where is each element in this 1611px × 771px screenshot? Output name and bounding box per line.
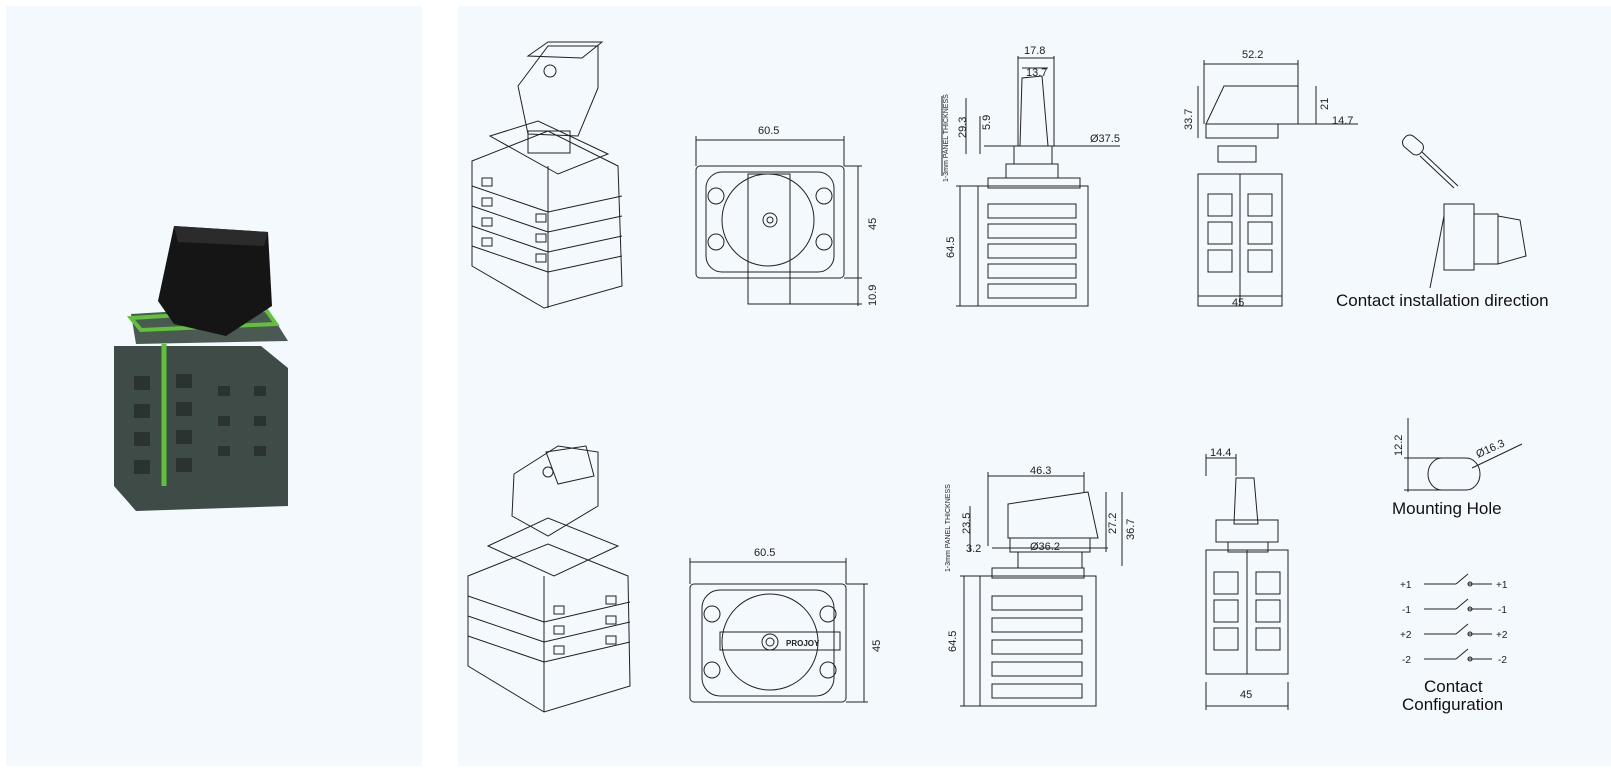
mounting-hole-figure — [1404, 418, 1523, 492]
product-photo-panel — [6, 6, 422, 766]
product-photo — [114, 226, 288, 511]
dim-top-front-handle: 10.9 — [867, 285, 879, 306]
drawings-canvas: 60.5 45 10.9 17.8 13.7 29.3 5.9 — [467, 41, 1549, 714]
cfg-left-1: +1 — [1400, 580, 1412, 591]
dim-bot-side-dia: Ø36.2 — [1030, 541, 1060, 553]
rear-view-bottom — [1205, 454, 1289, 710]
dim-top-front-height: 45 — [867, 218, 879, 230]
cfg-right-4: -2 — [1498, 655, 1507, 666]
dim-top-side-h1: 29.3 — [957, 117, 969, 138]
dim-bot-rear-base: 45 — [1240, 689, 1252, 701]
rotary-knob — [158, 226, 272, 336]
dim-top-side-w1: 17.8 — [1024, 45, 1045, 57]
dim-bot-side-h1: 23.5 — [961, 513, 973, 534]
cfg-right-3: +2 — [1496, 630, 1508, 641]
switch-body — [114, 346, 288, 511]
iso-view-bottom — [467, 445, 631, 713]
dim-bot-front-height: 45 — [871, 640, 883, 652]
cfg-left-3: +2 — [1400, 630, 1412, 641]
dim-top-front-width: 60.5 — [758, 125, 779, 137]
dim-bot-side-h3: 36.7 — [1125, 519, 1137, 540]
dim-top-rear-h1: 33.7 — [1183, 109, 1195, 130]
contact-config-figure — [1424, 573, 1492, 662]
cfg-right-1: +1 — [1496, 580, 1508, 591]
dim-top-rear-base: 45 — [1232, 297, 1244, 309]
caption-contact-installation: Contact installation direction — [1336, 291, 1549, 310]
dim-bot-side-h4: 3.2 — [966, 543, 981, 555]
cfg-left-2: -1 — [1402, 605, 1411, 616]
technical-drawings-panel: 60.5 45 10.9 17.8 13.7 29.3 5.9 — [458, 6, 1611, 766]
dim-top-side-dia: Ø37.5 — [1090, 133, 1120, 145]
caption-mounting-hole: Mounting Hole — [1392, 499, 1502, 518]
cfg-right-2: -1 — [1498, 605, 1507, 616]
dim-bot-side-body: 64.5 — [947, 631, 959, 652]
dim-bot-side-h2: 27.2 — [1107, 513, 1119, 534]
dim-top-rear-h2: 21 — [1319, 98, 1331, 110]
contact-installation-figure — [1402, 134, 1527, 289]
dim-top-side-body: 64.5 — [945, 237, 957, 258]
dim-bot-side-w: 46.3 — [1030, 465, 1051, 477]
side-view-top — [941, 56, 1120, 307]
dim-hole-h: 12.2 — [1393, 435, 1405, 456]
knob-top — [174, 226, 268, 246]
dim-top-side-w2: 13.7 — [1026, 67, 1047, 79]
rear-view-top — [1197, 60, 1358, 307]
terminal-slots — [134, 374, 266, 474]
dim-hole-dia: Ø16.3 — [1474, 438, 1506, 461]
side-view-bottom — [960, 472, 1123, 707]
front-view-bottom — [689, 558, 868, 703]
dim-top-rear-h3: 14.7 — [1332, 115, 1353, 127]
caption-contact-config-2: Configuration — [1402, 695, 1503, 714]
iso-view-top — [471, 41, 623, 309]
dim-bot-front-width: 60.5 — [754, 547, 775, 559]
panel-thickness-bottom: 1-3mm PANEL THICKNESS — [945, 484, 952, 572]
brand-label: PROJOY — [786, 639, 820, 648]
dim-top-rear-w: 52.2 — [1242, 49, 1263, 61]
dim-bot-rear-w: 14.4 — [1210, 447, 1231, 459]
cfg-left-4: -2 — [1402, 655, 1411, 666]
caption-contact-config-1: Contact — [1424, 677, 1483, 696]
dim-top-side-h2: 5.9 — [981, 115, 993, 130]
panel-thickness-top: 1-3mm PANEL THICKNESS — [943, 94, 950, 182]
front-view-top — [695, 136, 862, 306]
